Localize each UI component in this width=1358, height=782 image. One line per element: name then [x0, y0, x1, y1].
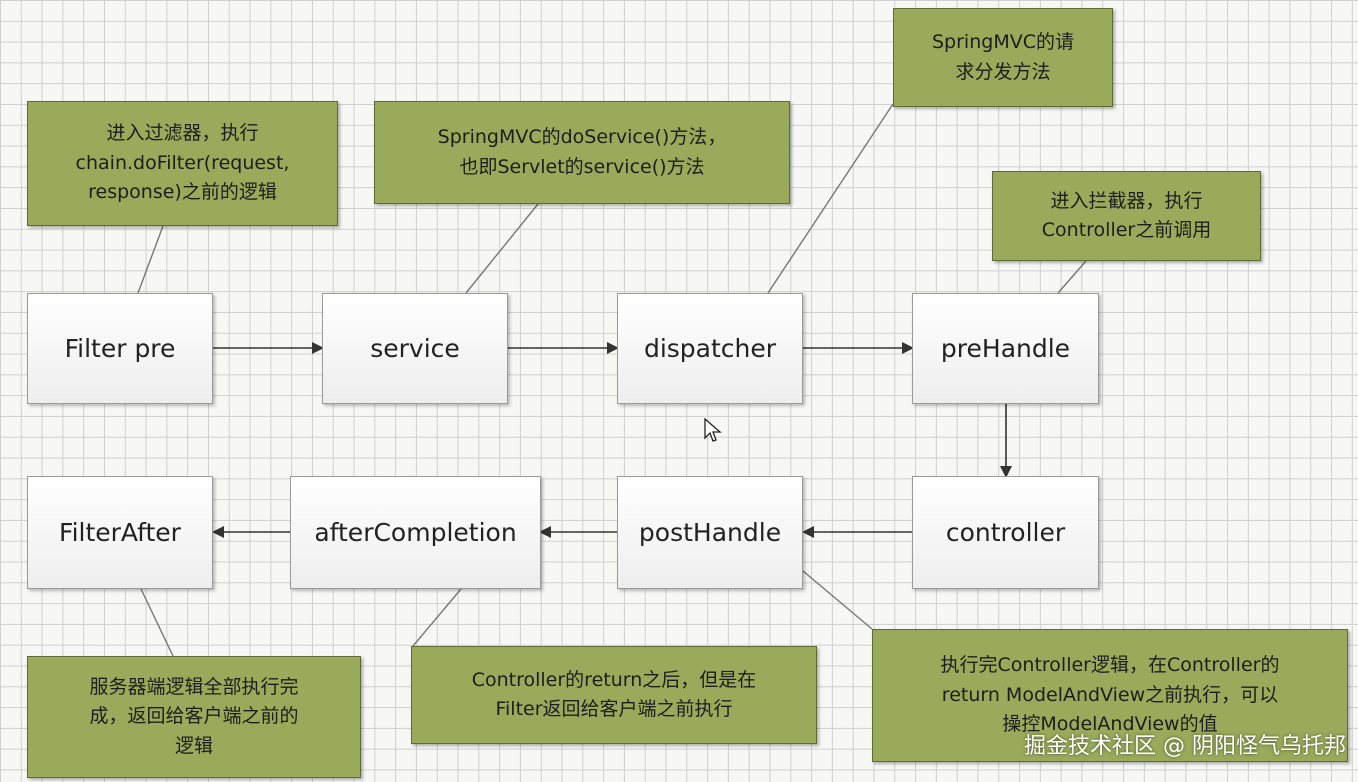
node-posthandle-label: postHandle — [638, 518, 782, 547]
callout-line-service — [465, 203, 539, 294]
callout-line-prehandle — [1057, 260, 1087, 294]
mouse-pointer-icon — [704, 418, 722, 442]
node-prehandle: preHandle — [912, 293, 1099, 404]
node-controller: controller — [912, 476, 1099, 589]
note-posthandle-text: 执行完Controller逻辑，在Controller的 return Mode… — [940, 654, 1280, 736]
node-filterafter: FilterAfter — [27, 476, 213, 589]
node-filter-pre-label: Filter pre — [64, 334, 176, 363]
node-aftercompletion: afterCompletion — [290, 476, 541, 589]
node-controller-label: controller — [945, 518, 1066, 547]
node-posthandle: postHandle — [617, 476, 803, 589]
node-prehandle-label: preHandle — [940, 334, 1071, 363]
callout-line-aftercompletion — [412, 588, 462, 647]
note-aftercompletion: Controller的return之后，但是在 Filter返回给客户端之前执行 — [411, 646, 817, 744]
callout-line-filterafter — [140, 588, 174, 657]
node-service: service — [322, 293, 508, 404]
node-filter-pre: Filter pre — [27, 293, 213, 404]
callout-line-dispatcher — [767, 103, 894, 294]
callout-line-posthandle — [802, 570, 873, 630]
note-filter-pre: 进入过滤器，执行 chain.doFilter(request, respons… — [27, 101, 338, 226]
note-dispatcher-text: SpringMVC的请 求分发方法 — [932, 31, 1074, 83]
note-service-text: SpringMVC的doService()方法， 也即Servlet的servi… — [437, 126, 727, 178]
node-aftercompletion-label: afterCompletion — [314, 518, 517, 547]
note-aftercompletion-text: Controller的return之后，但是在 Filter返回给客户端之前执行 — [471, 668, 757, 720]
note-dispatcher: SpringMVC的请 求分发方法 — [893, 8, 1113, 107]
note-prehandle: 进入拦截器，执行 Controller之前调用 — [992, 171, 1261, 261]
note-posthandle: 执行完Controller逻辑，在Controller的 return Mode… — [872, 629, 1348, 762]
note-filterafter: 服务器端逻辑全部执行完 成，返回给客户端之前的 逻辑 — [27, 656, 361, 778]
note-filter-pre-text: 进入过滤器，执行 chain.doFilter(request, respons… — [75, 122, 290, 204]
note-filterafter-text: 服务器端逻辑全部执行完 成，返回给客户端之前的 逻辑 — [89, 675, 299, 757]
node-dispatcher-label: dispatcher — [643, 334, 777, 363]
watermark: 掘金技术社区 @ 阴阳怪气乌托邦 — [1024, 734, 1346, 759]
node-service-label: service — [370, 334, 460, 363]
callout-line-filterpre — [137, 225, 164, 294]
note-service: SpringMVC的doService()方法， 也即Servlet的servi… — [374, 101, 790, 204]
note-prehandle-text: 进入拦截器，执行 Controller之前调用 — [1041, 189, 1212, 241]
node-dispatcher: dispatcher — [617, 293, 803, 404]
node-filterafter-label: FilterAfter — [59, 518, 181, 547]
